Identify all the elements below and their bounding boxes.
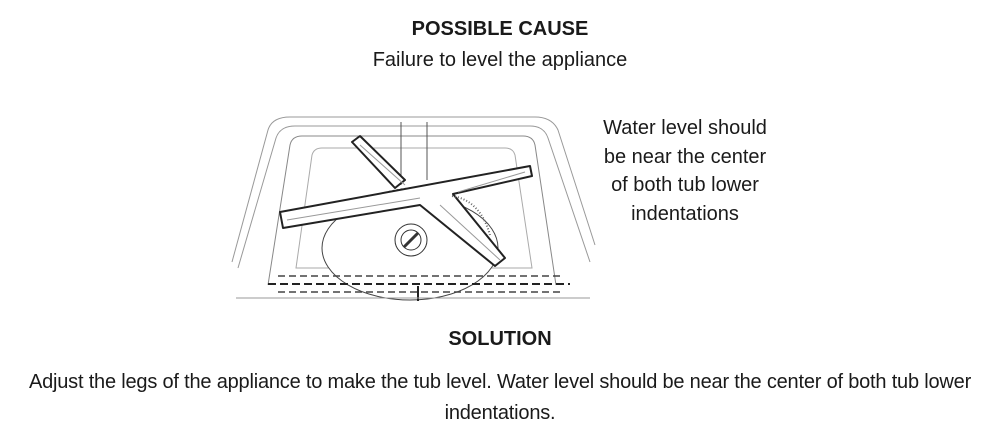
solution-text: Adjust the legs of the appliance to make… <box>28 371 972 424</box>
possible-cause-text: Failure to level the appliance <box>372 49 628 71</box>
water-level-note: Water level should be near the center of… <box>603 117 767 225</box>
solution-heading: SOLUTION <box>448 328 552 350</box>
dishwasher-tub-illustration <box>231 116 596 301</box>
possible-cause-heading: POSSIBLE CAUSE <box>411 18 589 40</box>
spray-arm <box>279 135 533 267</box>
